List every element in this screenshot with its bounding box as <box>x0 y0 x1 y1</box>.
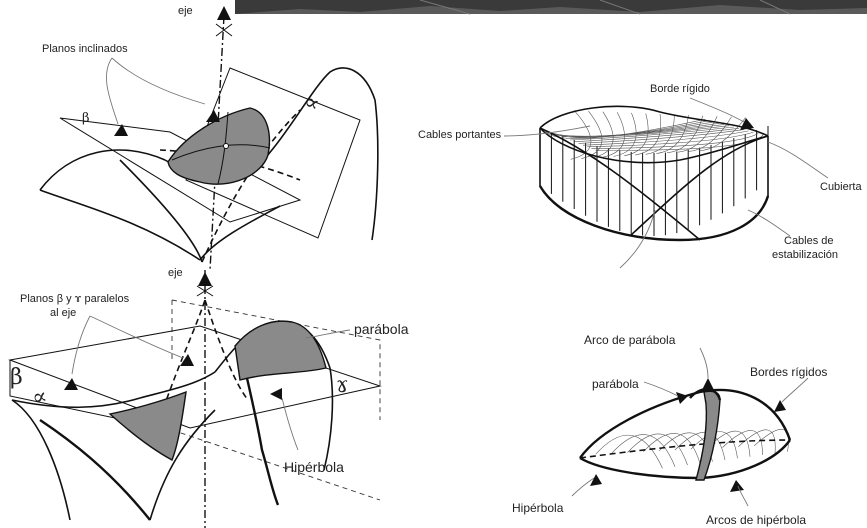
hyperbola-arcs-arrow-icon <box>730 480 744 492</box>
parabola-leader <box>306 330 350 338</box>
rigid-edges-arrow-icon <box>774 400 786 412</box>
saddle-right-edge <box>324 368 332 470</box>
gamma-label: ɤ <box>336 373 348 398</box>
saddle-right-edge <box>372 100 378 240</box>
plane-arrow-icon <box>114 124 128 136</box>
axis-label: eje <box>178 5 193 17</box>
shell-hidden-edge <box>580 440 790 458</box>
axis-cross-icon <box>216 24 232 36</box>
hyperbola-leader <box>572 478 594 496</box>
beta-label: β <box>82 111 90 126</box>
stab-cables-leader <box>748 210 790 236</box>
saddle-front-curve-right <box>200 206 280 260</box>
arc-leader <box>700 348 708 378</box>
planes-label-line2: al eje <box>50 307 76 319</box>
saddle-left-edge <box>12 400 70 520</box>
alpha-label: ∝ <box>300 89 323 118</box>
parallel-planes-figure: eje Planos β y ɤ paralelos al eje β ∝ ɤ … <box>10 267 409 528</box>
hyperbola-label: Hipérbola <box>284 459 344 475</box>
plane-alpha <box>10 326 380 428</box>
rigid-edge-label: Borde rígido <box>650 83 710 95</box>
rigid-edges-label: Bordes rígidos <box>750 365 827 379</box>
axis-label: eje <box>168 267 183 279</box>
planes-leader <box>106 58 118 124</box>
rigid-edges-leader <box>782 378 808 402</box>
hyperbola-arcs-label: Arcos de hipérbola <box>706 513 806 527</box>
planes-leader <box>112 58 205 104</box>
parabola-area-right <box>235 321 326 380</box>
stab-cables-label-line1: Cables de <box>784 235 834 247</box>
alpha-label: ∝ <box>30 384 49 411</box>
stab-cables-label-line2: estabilización <box>772 249 838 261</box>
parabola-leader <box>644 382 678 396</box>
saddle-left-top <box>12 398 140 407</box>
shell-cable <box>628 434 688 465</box>
shell-top-edge <box>580 390 790 458</box>
parabola-arc <box>696 391 720 480</box>
stabilization-cables <box>540 126 768 236</box>
parabola-arc-shell-figure: Arco de parábola parábola Bordes rígidos… <box>512 333 827 527</box>
parabola-label: parábola <box>354 321 409 337</box>
axis-arrow-icon <box>217 6 231 20</box>
saddle-front-left-edge <box>40 150 165 190</box>
parabola-arc-label: Arco de parábola <box>584 333 676 347</box>
cable-roof-figure: Borde rígido Cables portantes Cubierta C… <box>418 83 862 268</box>
planes-label: Planos inclinados <box>42 43 128 55</box>
rigid-edge-arrow-icon <box>740 118 754 130</box>
beta-label: β <box>10 365 23 390</box>
parabola-label: parábola <box>592 377 639 391</box>
plane-box-bottom <box>172 430 380 500</box>
axis-arrow-icon <box>198 272 212 286</box>
saddle-waist <box>140 372 215 398</box>
bearing-cables-label: Cables portantes <box>418 129 502 141</box>
roof-cable <box>592 112 613 158</box>
roof-label: Cubierta <box>820 181 862 193</box>
photo-strip <box>235 0 867 14</box>
planes-label-line1: Planos β y ɤ paralelos <box>20 293 130 305</box>
shell-cable <box>596 435 663 468</box>
saddle-front-curve <box>40 190 200 260</box>
rigid-edge-leader <box>690 98 744 122</box>
inclined-planes-figure: eje Planos inclinados β ∝ <box>40 5 378 270</box>
planes-leader <box>72 316 90 374</box>
arc-arrow-icon <box>702 378 714 390</box>
hyperbola-label: Hipérbola <box>512 501 564 515</box>
plane-arrow-icon <box>64 378 78 390</box>
diagonal-edge <box>630 136 768 236</box>
hyperbola-arrow-icon <box>270 388 282 400</box>
center-point <box>224 144 229 149</box>
roof-leader <box>768 142 828 178</box>
